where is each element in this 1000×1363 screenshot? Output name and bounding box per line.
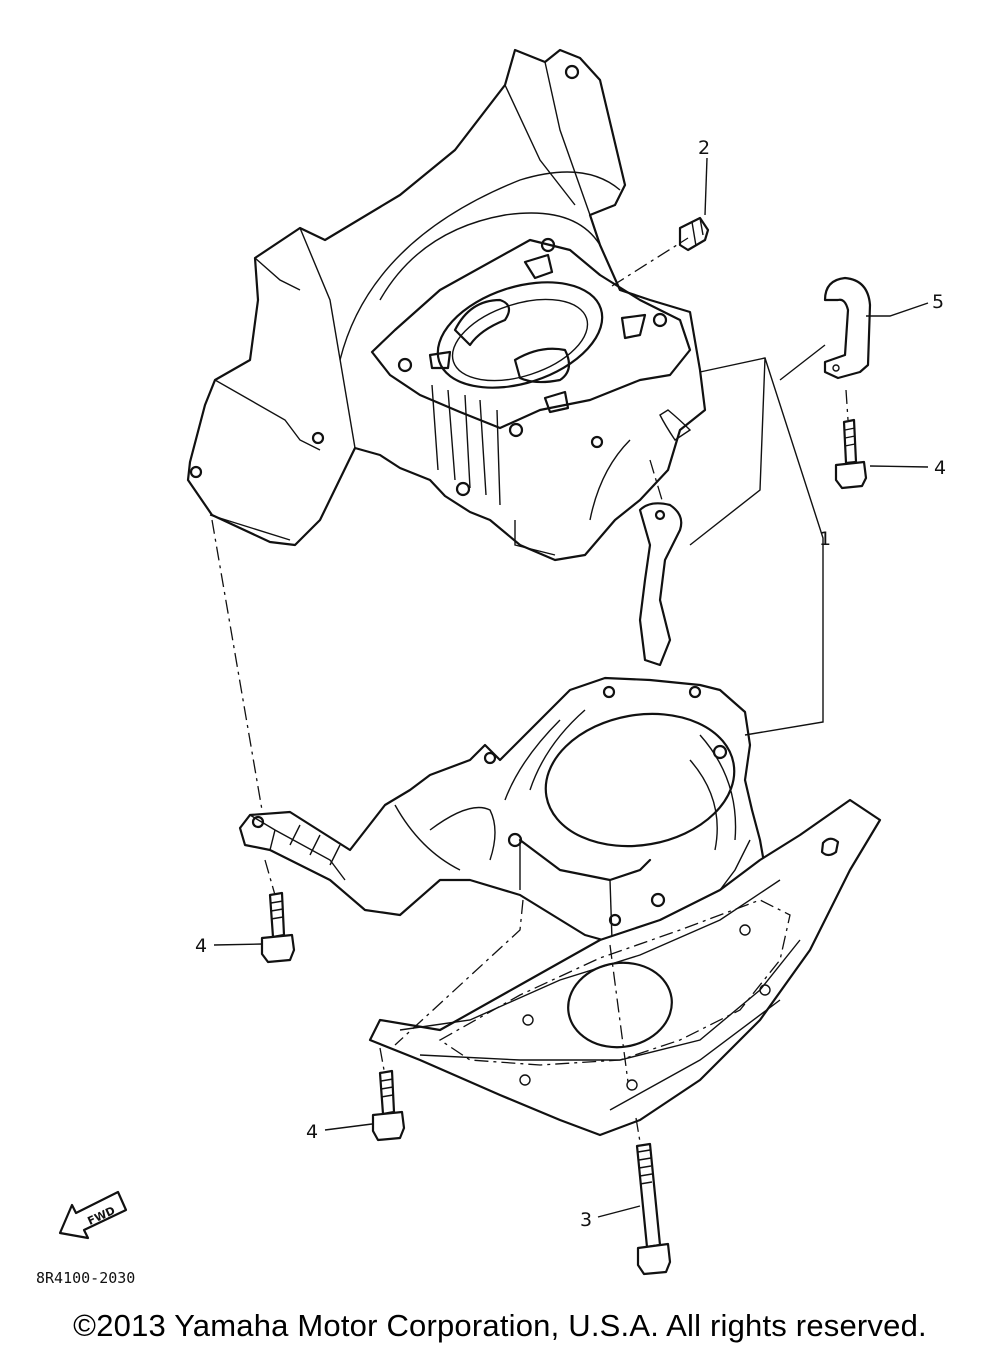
upper-crankcase xyxy=(186,48,707,562)
base-plate xyxy=(368,798,882,1137)
alignment-lines xyxy=(211,237,849,1143)
callout-3: 3 xyxy=(580,1209,592,1231)
long-bolt xyxy=(635,1142,672,1276)
callout-4-lower-middle: 4 xyxy=(306,1121,318,1143)
plug-part xyxy=(678,216,710,252)
callout-1-bracket xyxy=(689,344,826,736)
callout-1: 1 xyxy=(819,528,831,550)
gasket-strip xyxy=(638,502,683,667)
callout-4-upper-right: 4 xyxy=(934,457,946,479)
callout-2: 2 xyxy=(698,137,710,159)
bolt-lower-left xyxy=(260,891,296,964)
bolt-lower-middle xyxy=(371,1069,406,1142)
bolt-upper-right xyxy=(834,418,868,490)
leader-lines xyxy=(213,157,929,1218)
callout-5: 5 xyxy=(932,291,944,313)
drawing-code: 8R4100-2030 xyxy=(36,1269,135,1287)
fwd-arrow-icon: FWD xyxy=(58,1190,128,1240)
exploded-parts-diagram: 1 2 3 4 4 4 5 FWD 8R4100-2030 xyxy=(36,48,946,1287)
copyright-notice: ©2013 Yamaha Motor Corporation, U.S.A. A… xyxy=(73,1308,927,1343)
lower-crankcase xyxy=(238,676,770,944)
clamp-part xyxy=(823,276,872,380)
callout-4-lower-left: 4 xyxy=(195,935,207,957)
